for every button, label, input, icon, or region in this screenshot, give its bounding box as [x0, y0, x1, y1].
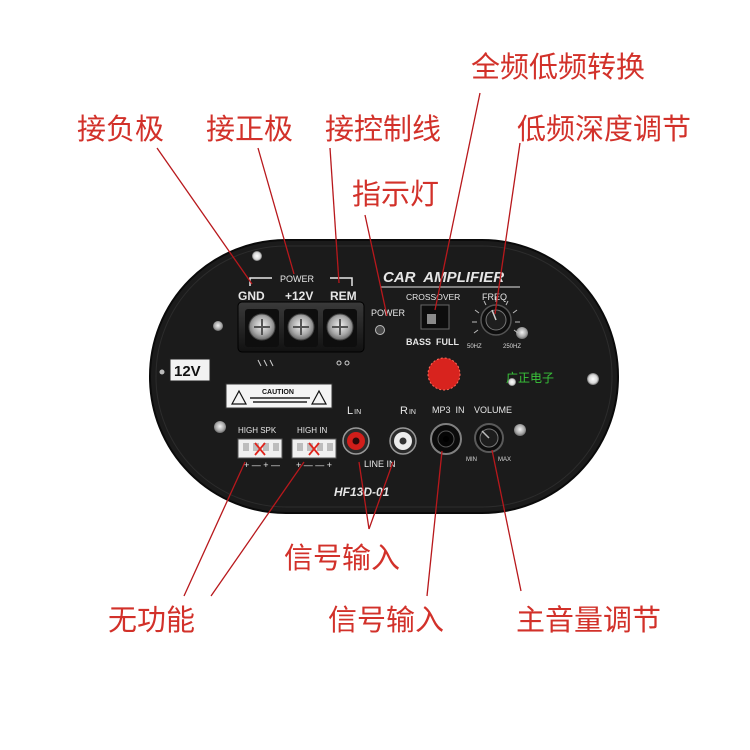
bass-freq-knob[interactable] — [472, 297, 520, 336]
model-label: HF13D-01 — [334, 485, 390, 499]
callout-crossover-switch: 全频低频转换 — [471, 50, 646, 84]
power-terminal-block — [237, 301, 365, 367]
callout-no-function: 无功能 — [108, 603, 196, 637]
mp3-in-jack[interactable] — [430, 423, 462, 455]
volume-knob[interactable] — [474, 423, 504, 453]
caution-label: CAUTION — [262, 389, 294, 396]
full-label: FULL — [436, 337, 459, 347]
crossover-label: CROSSOVER — [406, 292, 460, 302]
voltage-badge: 12V — [174, 363, 201, 380]
callout-bass-depth: 低频深度调节 — [517, 112, 692, 146]
caution-plate — [225, 383, 333, 409]
callout-leader-lines — [156, 92, 522, 597]
power-led-label: POWER — [371, 308, 406, 318]
high-spk-label: HIGH SPK — [238, 426, 277, 435]
power-indicator-led — [375, 325, 385, 335]
power-group-label: POWER — [280, 274, 315, 284]
r-in-label: RIN — [400, 405, 416, 417]
l-in-label: LIN — [347, 405, 361, 417]
callout-12v: 接正极 — [206, 112, 294, 146]
mounting-holes — [159, 251, 599, 436]
freq-label: FREQ — [482, 292, 507, 302]
gnd-label: GND — [238, 289, 265, 303]
vol-max-label: MAX — [498, 457, 511, 463]
fuse-cap — [427, 357, 461, 391]
svg-text:+ — + —: + — + — — [244, 460, 280, 470]
bass-label: BASS — [406, 337, 431, 347]
vol-min-label: MIN — [466, 457, 477, 463]
callout-signal-input-rca: 信号输入 — [284, 541, 401, 575]
12v-label: +12V — [285, 289, 313, 303]
volume-label: VOLUME — [474, 405, 512, 415]
panel-title: CAR AMPLIFIER — [383, 269, 504, 286]
line-in-label: LINE IN — [364, 459, 396, 469]
callout-gnd: 接负极 — [77, 112, 165, 146]
high-spk-connector[interactable] — [237, 438, 283, 459]
voltage-badge-box — [169, 358, 211, 382]
callout-signal-input-mp3: 信号输入 — [328, 603, 445, 637]
svg-text:+ — — +: + — — + — [296, 460, 332, 470]
freq-min-label: 50HZ — [467, 344, 482, 350]
callout-main-volume: 主音量调节 — [516, 603, 662, 637]
rca-right-jack[interactable] — [389, 427, 417, 455]
brand-label: 广正电子 — [506, 371, 554, 385]
freq-max-label: 250HZ — [503, 344, 521, 350]
rem-label: REM — [330, 289, 357, 303]
mp3-in-label: MP3 IN — [432, 405, 465, 415]
callout-indicator: 指示灯 — [352, 177, 440, 211]
callout-rem: 接控制线 — [325, 112, 442, 146]
rca-left-jack[interactable] — [342, 427, 370, 455]
high-in-label: HIGH IN — [297, 426, 327, 435]
high-in-connector[interactable] — [291, 438, 337, 459]
